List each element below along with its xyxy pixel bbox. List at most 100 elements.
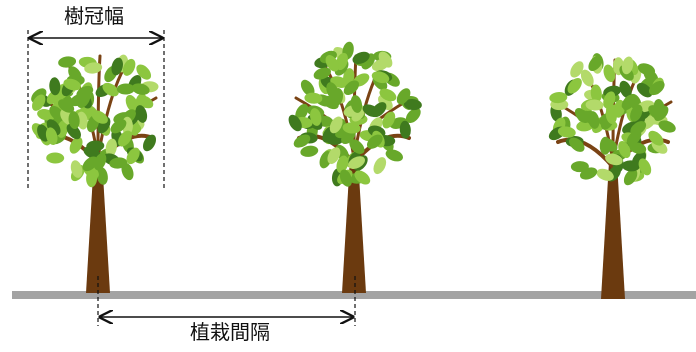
leaf [621,160,640,172]
leaf [371,102,387,118]
leaf [105,138,117,157]
leaf [93,153,107,171]
leaf [110,119,127,134]
leaf [304,92,323,104]
leaf [385,149,403,162]
leaf [82,156,98,172]
leaf [46,152,65,164]
trunk [86,158,110,293]
leaf [84,62,103,74]
leaf [111,57,123,76]
leaf [570,161,589,173]
leaf [549,92,568,104]
leaf [300,145,319,157]
leaf [648,80,665,96]
leaf [63,78,81,91]
trunk [342,158,366,293]
leaf [313,67,331,80]
leaf [96,167,108,185]
leaf [295,103,309,121]
leaf [49,77,61,96]
leaf [83,146,101,159]
leaf [310,108,322,126]
leaf [630,121,647,136]
tree-1 [31,54,159,293]
leaf [136,64,152,80]
leaf [557,126,576,138]
leaf [49,105,65,121]
leaf [131,83,150,95]
leaf [69,136,83,154]
leaf [288,114,302,132]
leaf [378,51,393,68]
leaf [618,140,631,159]
leaf [580,69,594,87]
leaf [91,110,108,124]
leaf [325,55,339,72]
leaf [396,88,411,105]
leaf [567,78,582,94]
trunk [601,162,625,299]
leaf [122,58,136,76]
leaf [68,111,80,130]
leaf [102,82,119,97]
leaf [125,94,139,113]
leaf [621,56,634,75]
leaf [588,55,603,72]
leaf [76,111,88,130]
planting-spacing-label: 植栽間隔 [190,320,270,344]
leaf [623,168,638,186]
leaf [116,83,135,95]
planting-spacing-dimension [97,276,356,326]
leaf [336,155,349,174]
leaf [658,120,676,133]
leaf [126,147,140,165]
leaf [636,82,653,98]
leaf [37,124,50,142]
trees-group [31,41,676,299]
leaf [603,64,616,83]
leaf [605,153,623,166]
leaf [331,88,344,106]
leaf [382,111,396,129]
leaf [352,51,370,65]
leaf [329,116,343,134]
leaf [58,56,77,68]
leaf [638,158,652,176]
leaf [300,79,315,96]
leaf [569,137,585,152]
leaf [585,99,604,111]
leaf [630,104,643,122]
leaf [348,156,365,169]
leaf [366,134,383,149]
leaf [327,147,341,164]
leaf [118,130,132,147]
leaf [45,127,58,146]
leaf [588,111,600,129]
leaf [342,122,361,134]
leaf [339,169,352,187]
leaf [648,105,664,120]
leaf [621,94,636,111]
leaf [343,80,360,95]
leaf [349,139,365,154]
leaf [86,169,98,188]
leaf [70,160,83,178]
leaf [399,120,411,139]
leaf [109,157,128,169]
leaf [335,52,348,71]
tree-3 [548,53,676,299]
leaf [32,94,46,111]
leaf [403,99,422,111]
leaf [619,80,632,98]
leaf [405,107,421,124]
leaf [371,71,390,84]
crown-width-label: 樹冠幅 [64,4,124,28]
leaf [579,167,598,180]
leaf [143,134,156,152]
leaf [136,95,154,109]
leaf [603,91,616,109]
leaf [70,93,88,107]
leaf [596,168,614,181]
